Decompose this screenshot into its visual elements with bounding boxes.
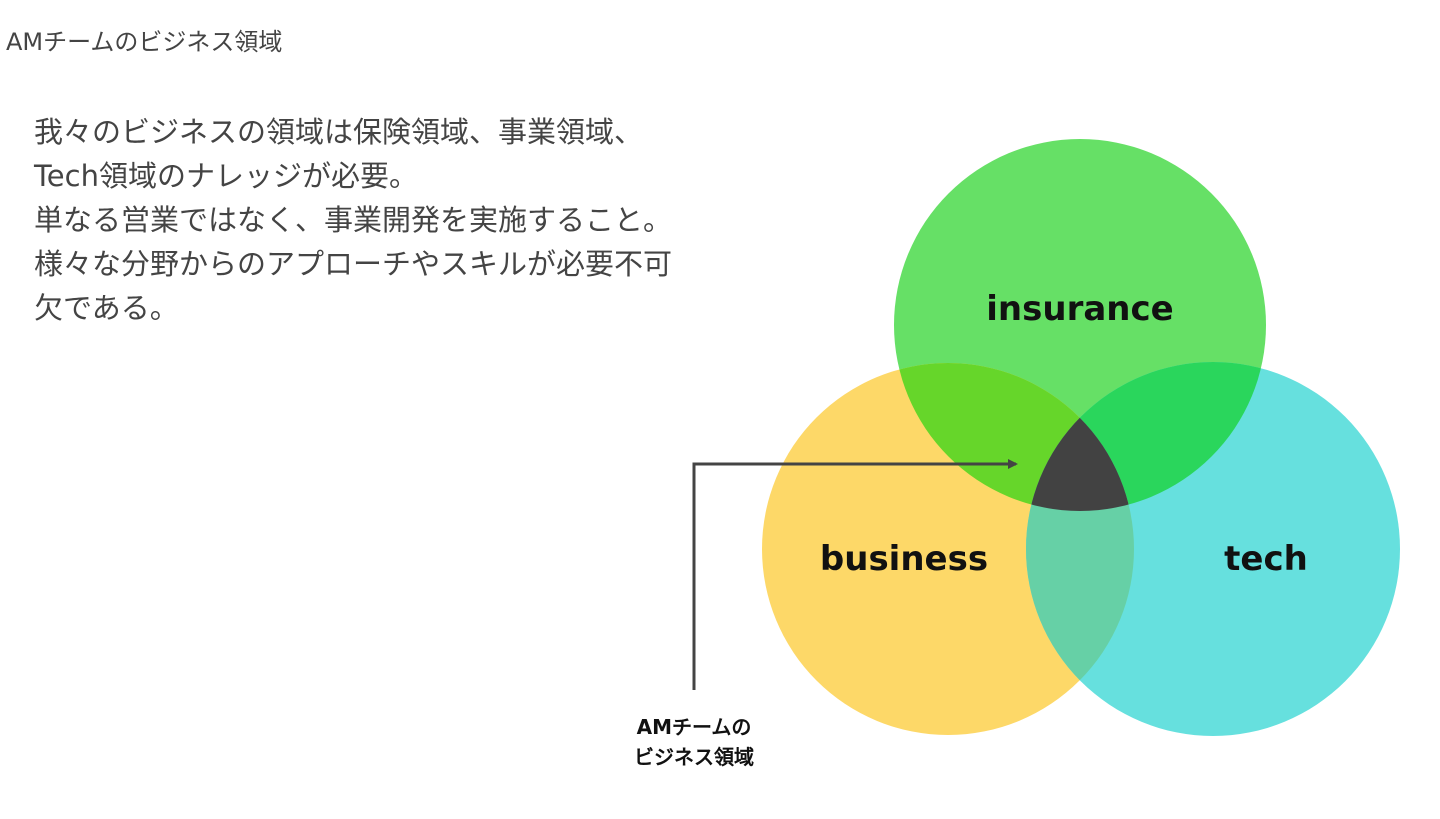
body-line: 欠である。 xyxy=(34,291,179,325)
callout-arrow xyxy=(692,459,1018,690)
body-line: 我々のビジネスの領域は保険領域、事業領域、 xyxy=(34,115,644,149)
body-line: 様々な分野からのアプローチやスキルが必要不可 xyxy=(34,247,673,281)
body-line: 単なる営業ではなく、事業開発を実施すること。 xyxy=(34,203,673,237)
callout-line: AMチームの xyxy=(636,715,752,739)
body-line: Tech領域のナレッジが必要。 xyxy=(34,159,418,193)
slide-title: AMチームのビジネス領域 xyxy=(6,28,283,56)
insurance-label: insurance xyxy=(986,289,1173,329)
slide-body: 我々のビジネスの領域は保険領域、事業領域、 Tech領域のナレッジが必要。単なる営… xyxy=(34,110,824,330)
callout-label: AMチームのビジネス領域 xyxy=(594,712,794,772)
business-label: business xyxy=(820,539,988,579)
insurance-tech-overlap xyxy=(1026,362,1266,511)
insurance-business-overlap xyxy=(894,363,1134,511)
callout-line: ビジネス領域 xyxy=(634,745,754,769)
tech-label: tech xyxy=(1224,539,1308,579)
